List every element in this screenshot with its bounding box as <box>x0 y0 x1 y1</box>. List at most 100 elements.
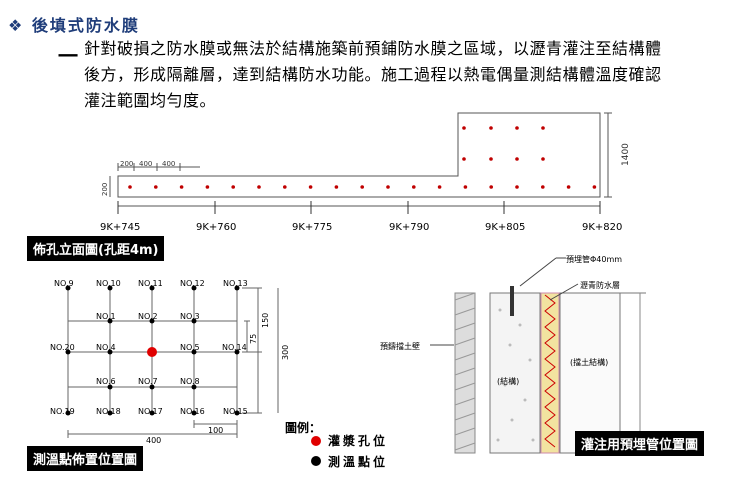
grout-hole-dot <box>386 185 390 189</box>
section-caption: 灌注用預埋管位置圖 <box>575 431 705 456</box>
chainage-775: 9K+775 <box>292 222 332 233</box>
chainage-805: 9K+805 <box>485 222 525 233</box>
thermocouple-dots <box>65 285 240 416</box>
grout-hole-dot <box>489 185 494 189</box>
center-grout-hole <box>147 347 157 357</box>
plan-dim-400: 400 <box>146 436 161 445</box>
plan-no9: NO.9 <box>54 279 74 288</box>
plan-no7: NO.7 <box>138 377 158 386</box>
grout-hole-dot <box>541 185 545 189</box>
grout-hole-dot <box>592 185 597 189</box>
thermocouple-dot <box>149 285 155 291</box>
section-label-retaining: 預鑄擋土壁 <box>380 341 420 351</box>
legend-thermo-dot <box>311 456 321 466</box>
plan-no2: NO.2 <box>138 312 158 321</box>
thermocouple-dot <box>65 349 71 355</box>
legend-grout-dot <box>311 436 321 446</box>
thermocouple-dot <box>234 410 240 416</box>
plan-no15: NO.15 <box>223 407 248 416</box>
plan-dim-300: 300 <box>281 345 290 360</box>
paragraph-line-1: 針對破損之防水膜或無法於結構施築前預鋪防水膜之區域，以瀝青灌注至結構體 <box>84 39 662 58</box>
plan-no10: NO.10 <box>96 279 121 288</box>
plan-no13: NO.13 <box>223 279 248 288</box>
grout-hole-dot <box>515 185 519 189</box>
elev-dim-right: 1400 <box>621 143 631 166</box>
grout-hole-dots <box>128 126 597 189</box>
grout-hole-dot <box>308 185 313 189</box>
thermocouple-dot <box>107 349 113 355</box>
thermocouple-dot <box>65 410 71 416</box>
thermocouple-dot <box>149 410 155 416</box>
thermocouple-dot <box>149 384 155 390</box>
plan-no5: NO.5 <box>180 343 200 352</box>
plan-dim-150: 150 <box>261 313 270 328</box>
grout-hole-dot <box>205 185 210 189</box>
grout-hole-dot <box>437 185 442 189</box>
plan-no1: NO.1 <box>96 312 116 321</box>
elevation-tick-marks <box>117 201 601 214</box>
section-label-pipe: 預埋管Φ40mm <box>566 254 622 264</box>
grout-hole-dot <box>462 126 466 130</box>
section-drawing <box>430 257 646 454</box>
thermocouple-dot <box>107 384 113 390</box>
grout-hole-dot <box>360 185 365 189</box>
grout-hole-dot <box>154 185 158 189</box>
plan-no16: NO.16 <box>180 407 205 416</box>
grout-hole-dot <box>128 185 132 189</box>
thermocouple-dot <box>191 318 197 324</box>
plan-no14: NO.14 <box>222 343 247 352</box>
elevation-drawing <box>109 112 612 207</box>
legend-thermo-label: 測溫點位 <box>328 454 388 469</box>
thermocouple-dot <box>191 384 197 390</box>
plan-no6: NO.6 <box>96 377 116 386</box>
section-label-waterproof: 瀝青防水層 <box>580 280 620 290</box>
plan-dim-100: 100 <box>208 426 223 435</box>
legend-title: 圖例： <box>285 420 321 435</box>
grout-hole-dot <box>257 185 261 189</box>
grout-hole-dot <box>489 157 493 161</box>
plan-no11: NO.11 <box>138 279 163 288</box>
paragraph-line-3: 灌注範圍均勻度。 <box>84 91 217 110</box>
section-label-soil: (擋土結構) <box>570 357 608 367</box>
thermocouple-dot <box>107 285 113 291</box>
grout-hole-dot <box>489 126 493 130</box>
thermocouple-dot <box>234 285 240 291</box>
plan-no8: NO.8 <box>180 377 200 386</box>
elev-dim-left: 200 <box>101 183 109 196</box>
thermocouple-dot <box>107 410 113 416</box>
paragraph-line-2: 後方，形成隔離層，達到結構防水功能。施工過程以熱電偶量測結構體溫度確認 <box>84 65 662 84</box>
grout-hole-dot <box>541 126 545 130</box>
grout-hole-dot <box>515 157 519 161</box>
plan-dim-75: 75 <box>249 334 258 344</box>
thermocouple-dot <box>191 410 197 416</box>
plan-no12: NO.12 <box>180 279 205 288</box>
plan-no20: NO.20 <box>50 343 75 352</box>
grout-hole-dot <box>334 185 339 189</box>
page-title: ❖ 後填式防水膜 <box>8 16 140 35</box>
elevation-caption: 佈孔立面圖(孔距4m) <box>27 236 165 261</box>
thermocouple-dot <box>65 285 71 291</box>
plan-no17: NO.17 <box>138 407 163 416</box>
bullet-marker: 一 <box>58 44 78 68</box>
grout-hole-dot <box>283 185 287 189</box>
thermocouple-dot <box>149 318 155 324</box>
thermocouple-dot <box>191 349 197 355</box>
plan-no18: NO.18 <box>96 407 121 416</box>
thermocouple-dot <box>107 318 113 324</box>
grout-hole-dot <box>179 185 184 189</box>
grout-hole-dot <box>462 157 466 161</box>
elev-dim-400a: 400 <box>139 160 152 168</box>
elev-dim-200: 200 <box>120 160 133 168</box>
plan-no3: NO.3 <box>180 312 200 321</box>
grout-hole-dot <box>412 185 416 189</box>
grout-hole-dot <box>566 185 571 189</box>
layout-plan-caption: 測溫點佈置位置圖 <box>27 446 144 471</box>
grout-hole-dot <box>231 185 235 189</box>
section-label-structure: (結構) <box>497 376 519 386</box>
chainage-790: 9K+790 <box>389 222 429 233</box>
chainage-820: 9K+820 <box>582 222 622 233</box>
grout-hole-dot <box>541 157 545 161</box>
legend-grout-label: 灌漿孔位 <box>327 433 388 448</box>
plan-no19: NO.19 <box>50 407 75 416</box>
